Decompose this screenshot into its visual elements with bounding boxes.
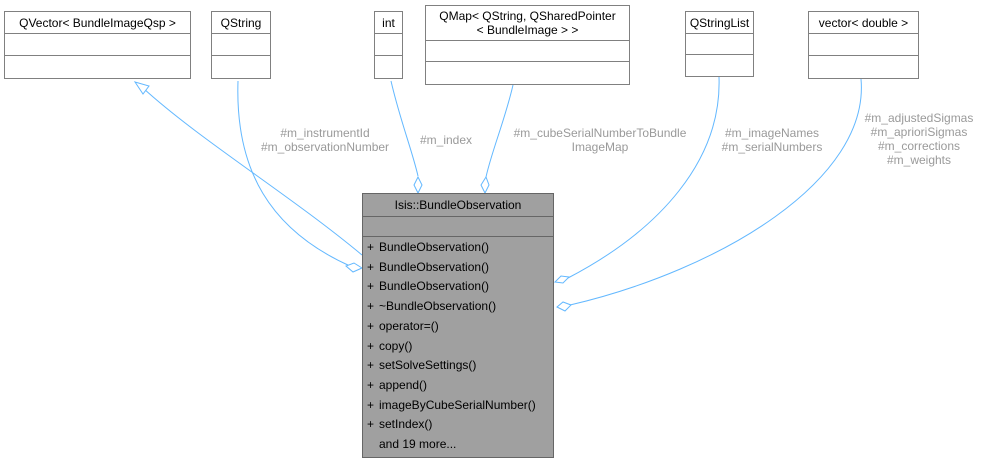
methods-section bbox=[212, 55, 270, 77]
attributes-section bbox=[426, 40, 629, 61]
edge-label-qstring: #m_instrumentId #m_observationNumber bbox=[260, 126, 390, 154]
method-name: imageByCubeSerialNumber() bbox=[379, 397, 536, 412]
methods-section bbox=[686, 54, 753, 75]
method-item[interactable]: + BundleObservation() bbox=[363, 258, 553, 278]
visibility-marker: + bbox=[367, 259, 375, 274]
method-name: BundleObservation() bbox=[379, 240, 490, 254]
method-item[interactable]: and 19 more... bbox=[363, 435, 553, 455]
edge-label-qmap: #m_cubeSerialNumberToBundle ImageMap bbox=[513, 126, 687, 154]
edge-qvector-inheritance bbox=[142, 87, 363, 256]
class-node-vector[interactable]: vector< double > bbox=[808, 11, 919, 79]
method-name: BundleObservation() bbox=[379, 259, 490, 274]
method-name: operator=() bbox=[379, 318, 439, 333]
visibility-marker: + bbox=[367, 299, 375, 314]
edge-qmap-composition bbox=[485, 84, 514, 178]
class-node-title: Isis::BundleObservation bbox=[394, 198, 522, 212]
attributes-section bbox=[212, 33, 270, 55]
method-name: BundleObservation() bbox=[379, 279, 490, 294]
edge-label-int: #m_index bbox=[419, 133, 473, 147]
visibility-marker: + bbox=[367, 358, 375, 373]
attributes-section bbox=[375, 33, 402, 55]
methods-section bbox=[375, 55, 402, 77]
class-node-title-line1: QMap< QString, QSharedPointer bbox=[439, 9, 616, 23]
class-node-title: int bbox=[382, 16, 395, 30]
diamond-qmap bbox=[480, 175, 490, 195]
method-item[interactable]: + BundleObservation() bbox=[363, 277, 553, 297]
diamond-vector bbox=[556, 301, 572, 312]
attributes-section bbox=[686, 33, 753, 54]
diamond-qstringlist bbox=[553, 275, 571, 284]
class-node-title: QMap< QString, QSharedPointer < BundleIm… bbox=[426, 6, 629, 40]
attributes-section bbox=[363, 216, 553, 236]
method-item[interactable]: + operator=() bbox=[363, 317, 553, 337]
class-node-qstringlist[interactable]: QStringList bbox=[685, 11, 754, 77]
methods-section bbox=[426, 61, 629, 82]
visibility-marker: + bbox=[367, 377, 375, 392]
edge-vector-composition bbox=[569, 78, 862, 306]
class-node-qstring[interactable]: QString bbox=[211, 11, 271, 79]
class-node-qmap[interactable]: QMap< QString, QSharedPointer < BundleIm… bbox=[425, 5, 630, 85]
method-item[interactable]: + BundleObservation() bbox=[363, 238, 553, 258]
attributes-section bbox=[5, 33, 190, 55]
class-node-title: QString bbox=[220, 16, 262, 30]
class-node-int[interactable]: int bbox=[374, 11, 403, 79]
method-item[interactable]: + setIndex() bbox=[363, 415, 553, 435]
diamond-int bbox=[413, 175, 423, 195]
method-name: copy() bbox=[379, 338, 413, 353]
edge-label-vector: #m_adjustedSigmas #m_aprioriSigmas #m_co… bbox=[864, 111, 974, 167]
diamond-qstring bbox=[345, 262, 364, 273]
edge-label-qstringlist: #m_imageNames #m_serialNumbers bbox=[721, 126, 823, 154]
class-node-title-line2: < BundleImage > > bbox=[476, 23, 579, 37]
edge-int-composition bbox=[390, 80, 419, 177]
methods-section bbox=[5, 55, 190, 77]
visibility-marker: + bbox=[367, 318, 375, 333]
inheritance-arrowhead bbox=[133, 81, 150, 95]
method-item[interactable]: + imageByCubeSerialNumber() bbox=[363, 396, 553, 416]
visibility-marker: + bbox=[367, 397, 375, 412]
class-node-title: QStringList bbox=[689, 16, 750, 30]
method-name: append() bbox=[379, 377, 428, 392]
class-node-title: QVector< BundleImageQsp > bbox=[19, 16, 176, 30]
methods-section bbox=[809, 55, 918, 77]
method-item[interactable]: + copy() bbox=[363, 337, 553, 357]
visibility-marker: + bbox=[367, 338, 375, 353]
edge-qstring-composition bbox=[237, 80, 351, 267]
class-node-qvector[interactable]: QVector< BundleImageQsp > bbox=[4, 11, 191, 79]
method-item[interactable]: + setSolveSettings() bbox=[363, 356, 553, 376]
edge-qstringlist-composition bbox=[567, 76, 720, 279]
class-node-bundle-observation[interactable]: Isis::BundleObservation +BundleObservati… bbox=[362, 193, 554, 458]
method-name: setIndex() bbox=[379, 417, 433, 432]
method-item[interactable]: + append() bbox=[363, 376, 553, 396]
method-name: and 19 more... bbox=[379, 437, 457, 452]
attributes-section bbox=[809, 33, 918, 55]
methods-section: + BundleObservation() + BundleObservation()… bbox=[363, 236, 553, 455]
visibility-marker: + bbox=[367, 279, 375, 294]
class-node-title: vector< double > bbox=[818, 16, 909, 30]
visibility-marker: + bbox=[367, 417, 375, 432]
method-item[interactable]: + ~BundleObservation() bbox=[363, 297, 553, 317]
method-name: ~BundleObservation() bbox=[379, 299, 497, 314]
visibility-marker: + bbox=[367, 240, 375, 254]
method-name: setSolveSettings() bbox=[379, 358, 477, 373]
